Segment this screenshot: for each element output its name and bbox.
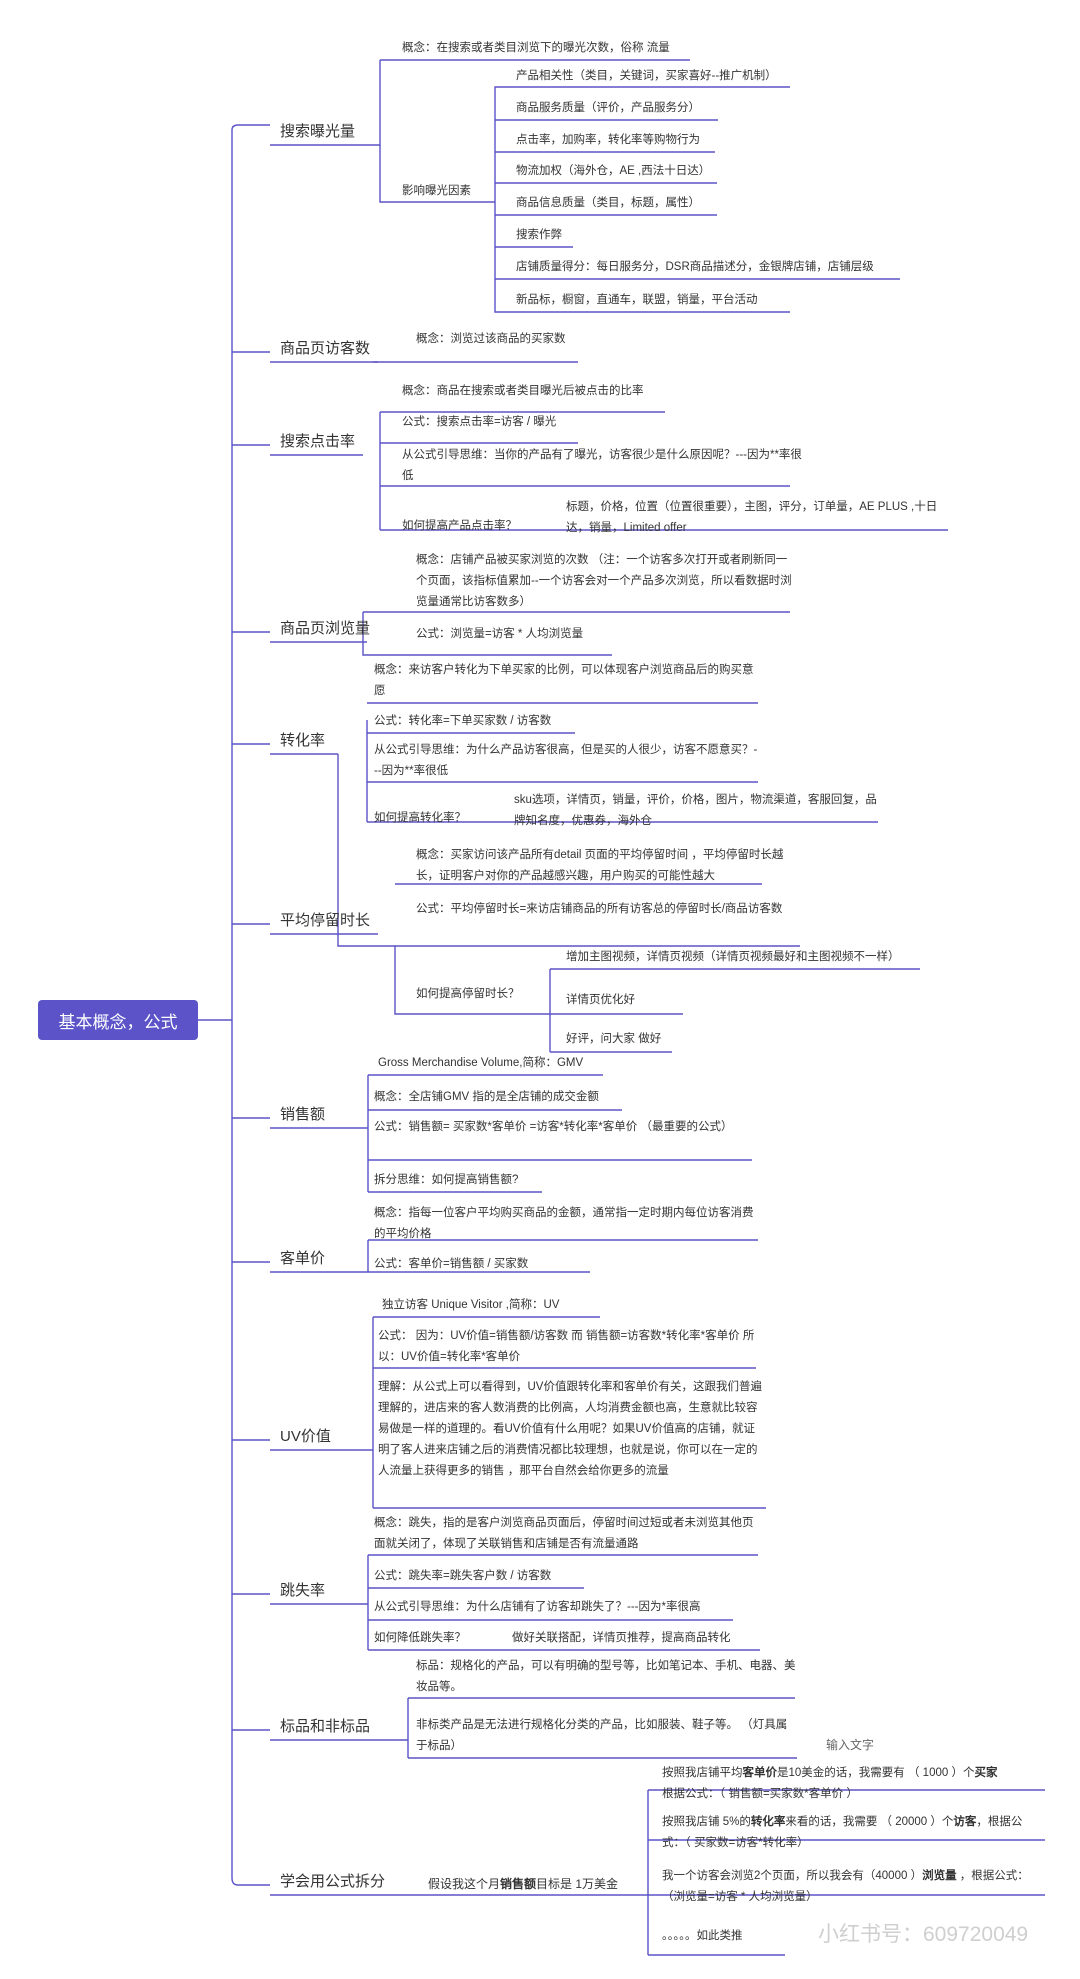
node[interactable]: 我一个访客会浏览2个页面，所以我会有（40000 ）浏览量 ，根据公式：（浏览量… <box>662 1870 1029 1903</box>
node[interactable]: 。。。。。如此类推 <box>662 1930 743 1942</box>
node[interactable]: 非标类产品是无法进行规格化分类的产品，比如服装、鞋子等。 （灯具属于标品） <box>416 1719 788 1752</box>
node[interactable]: 点击率，加购率，转化率等购物行为 <box>516 134 700 146</box>
node[interactable]: 标品：规格化的产品，可以有明确的型号等，比如笔记本、手机、电器、美妆品等。 <box>416 1660 796 1693</box>
node[interactable]: 概念：全店铺GMV 指的是全店铺的成交金额 <box>374 1091 599 1103</box>
branch-bounce-rate[interactable]: 跳失率 <box>280 1582 326 1599</box>
node[interactable]: 产品相关性（类目，关键词，买家喜好--推广机制） <box>516 70 777 82</box>
node[interactable]: 从公式引导思维：为什么产品访客很高，但是买的人很少，访客不愿意买？---因为**… <box>374 744 758 777</box>
watermark: 小红书号：609720049 <box>818 1923 1029 1946</box>
node[interactable]: 按照我店铺 5%的转化率来看的话，我需要 （ 20000 ）个访客，根据公式：（… <box>662 1816 1023 1849</box>
node[interactable]: 公式： 因为：UV价值=销售额/访客数 而 销售额=访客数*转化率*客单价 所以… <box>378 1330 755 1363</box>
node[interactable]: 如何提高产品点击率？ <box>402 520 517 532</box>
branch-sales[interactable]: 销售额 <box>280 1106 326 1123</box>
node[interactable]: 概念：商品在搜索或者类目曝光后被点击的比率 <box>402 385 644 397</box>
node[interactable]: 按照我店铺平均客单价是10美金的话，我需要有 （ 1000 ）个买家 根据公式：… <box>662 1767 998 1800</box>
node[interactable]: Gross Merchandise Volume,简称：GMV <box>378 1057 584 1069</box>
node[interactable]: 如何提高停留时长？ <box>416 988 520 1000</box>
node[interactable]: 新品标，橱窗，直通车，联盟，销量，平台活动 <box>516 294 758 306</box>
node[interactable]: 独立访客 Unique Visitor ,简称：UV <box>382 1299 560 1311</box>
branch-avg-dwell-time[interactable]: 平均停留时长 <box>280 912 371 929</box>
node[interactable]: 如何降低跳失率？ <box>374 1632 466 1644</box>
node[interactable]: 公式：浏览量=访客 * 人均浏览量 <box>416 628 584 640</box>
node[interactable]: 公式：客单价=销售额 / 买家数 <box>374 1258 529 1270</box>
node[interactable]: 物流加权（海外仓，AE ,西法十日达） <box>516 165 711 177</box>
node[interactable]: 从公式引导思维：当你的产品有了曝光，访客很少是什么原因呢？---因为**率很低 <box>402 449 802 482</box>
branch-standard-products[interactable]: 标品和非标品 <box>280 1718 371 1735</box>
branch-search-exposure[interactable]: 搜索曝光量 <box>280 123 356 140</box>
root-node[interactable]: 基本概念，公式 <box>38 1000 198 1040</box>
node[interactable]: 公式：搜索点击率=访客 / 曝光 <box>402 416 557 428</box>
input-hint[interactable]: 输入文字 <box>826 1738 875 1752</box>
branch-formula-breakdown[interactable]: 学会用公式拆分 <box>280 1873 386 1890</box>
node[interactable]: 详情页优化好 <box>566 994 635 1006</box>
node[interactable]: 商品信息质量（类目，标题，属性） <box>516 197 700 209</box>
node[interactable]: 概念：买家访问该产品所有detail 页面的平均停留时间 ，平均停留时长越长，证… <box>416 849 784 882</box>
node[interactable]: 概念：跳失，指的是客户浏览商品页面后，停留时间过短或者未浏览其他页面就关闭了，体… <box>374 1517 754 1550</box>
node[interactable]: 假设我这个月销售额目标是 1万美金 <box>428 1877 619 1891</box>
branch-uv-value[interactable]: UV价值 <box>280 1428 331 1445</box>
node[interactable]: 公式：跳失率=跳失客户数 / 访客数 <box>374 1570 552 1582</box>
node[interactable]: 店铺质量得分：每日服务分，DSR商品描述分，金银牌店铺，店铺层级 <box>516 261 874 273</box>
node[interactable]: 概念：来访客户转化为下单买家的比例，可以体现客户浏览商品后的购买意愿 <box>374 664 754 697</box>
node[interactable]: 概念：浏览过该商品的买家数 <box>416 333 566 345</box>
node[interactable]: 好评，问大家 做好 <box>566 1033 662 1045</box>
branch-pageviews[interactable]: 商品页浏览量 <box>280 620 371 637</box>
node[interactable]: 概念：店铺产品被买家浏览的次数 （注：一个访客多次打开或者刷新同一个页面，该指标… <box>416 554 792 608</box>
node[interactable]: 做好关联搭配，详情页推荐，提高商品转化 <box>512 1632 731 1644</box>
node[interactable]: 公式：销售额= 买家数*客单价 =访客*转化率*客单价 （最重要的公式） <box>374 1121 733 1133</box>
node[interactable]: 拆分思维：如何提高销售额? <box>374 1174 519 1186</box>
node[interactable]: 从公式引导思维：为什么店铺有了访客却跳失了？---因为*率很高 <box>374 1601 701 1613</box>
branch-avg-order-value[interactable]: 客单价 <box>280 1250 326 1267</box>
node[interactable]: 概念：在搜索或者类目浏览下的曝光次数，俗称 流量 <box>402 42 670 54</box>
node[interactable]: 标题，价格，位置（位置很重要），主图，评分，订单量，AE PLUS ,十日达，销… <box>566 501 938 534</box>
node[interactable]: 如何提高转化率？ <box>374 812 466 824</box>
branch-product-visitors[interactable]: 商品页访客数 <box>280 340 371 357</box>
node[interactable]: 商品服务质量（评价，产品服务分） <box>516 102 700 114</box>
node[interactable]: 公式：平均停留时长=来访店铺商品的所有访客总的停留时长/商品访客数 <box>416 903 783 915</box>
branch-conversion-rate[interactable]: 转化率 <box>280 732 326 749</box>
node[interactable]: 增加主图视频，详情页视频（详情页视频最好和主图视频不一样） <box>566 951 900 963</box>
branch-search-ctr[interactable]: 搜索点击率 <box>280 433 356 450</box>
node[interactable]: sku选项，详情页，销量，评价，价格，图片，物流渠道，客服回复，品牌知名度，优惠… <box>514 794 877 827</box>
node[interactable]: 概念：指每一位客户平均购买商品的金额，通常指一定时期内每位访客消费的平均价格 <box>374 1207 754 1240</box>
node[interactable]: 搜索作弊 <box>516 229 562 241</box>
node[interactable]: 公式：转化率=下单买家数 / 访客数 <box>374 715 552 727</box>
node[interactable]: 理解：从公式上可以看得到，UV价值跟转化率和客单价有关，这跟我们普遍理解的，进店… <box>378 1381 762 1477</box>
node[interactable]: 影响曝光因素 <box>402 185 471 197</box>
